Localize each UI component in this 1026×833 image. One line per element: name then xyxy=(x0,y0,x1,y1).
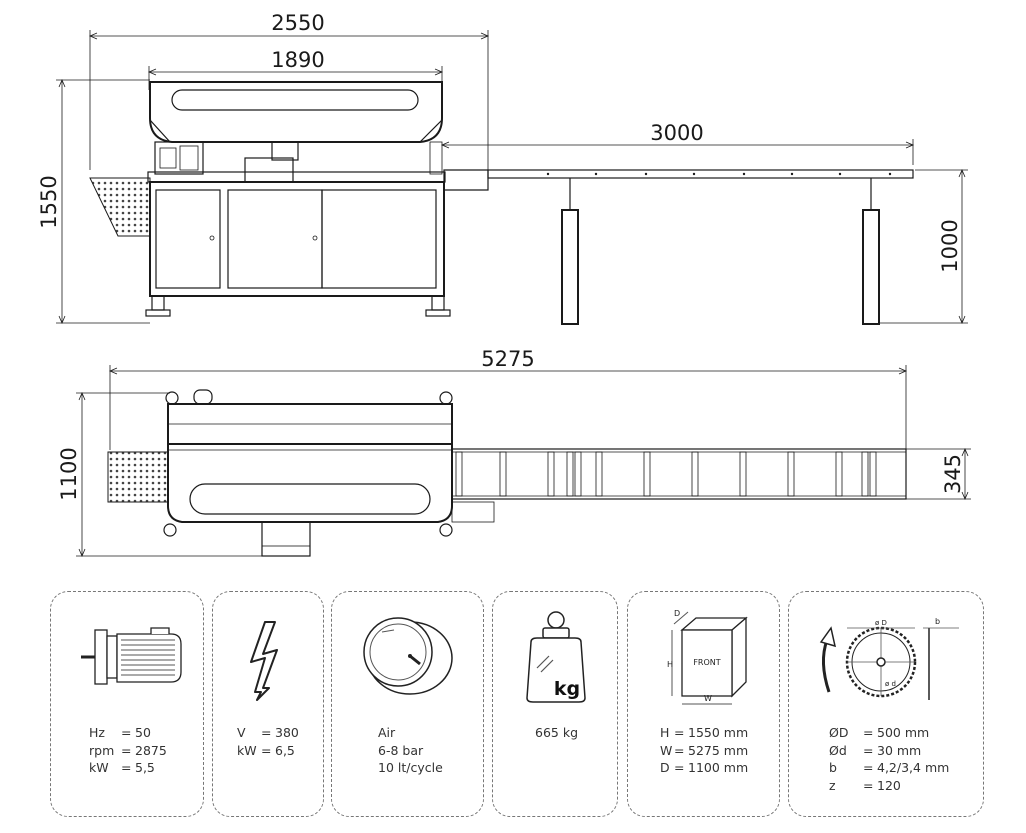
weight-icon: kg xyxy=(526,611,586,703)
air-spec-line: 6-8 bar xyxy=(378,742,424,758)
size-icon-h: H xyxy=(667,660,673,669)
dim-overall-width-label: 2550 xyxy=(271,11,324,35)
blade-spec-row: b=4,2/3,4 mm xyxy=(829,760,950,775)
size-icon-d: D xyxy=(674,609,680,618)
dim-conveyor-width: 345 xyxy=(906,447,971,501)
spec-panel-weight: kg 665 kg xyxy=(492,591,618,817)
side-feet xyxy=(145,295,451,317)
size-spec-row: H=1550 mm xyxy=(660,725,749,740)
spec-panel-blade: ø D ø d b ØD=500 mm Ød=30 mm b=4,2/3,4 m… xyxy=(788,591,984,817)
electric-spec-row: V=380 xyxy=(237,725,299,740)
dim-total-length-label: 5275 xyxy=(481,347,534,371)
side-cabinet xyxy=(149,181,445,297)
blade-spec-row: Ød=30 mm xyxy=(829,742,922,758)
dim-depth: 1100 xyxy=(57,391,262,558)
size-specs: H=1550 mm W=5275 mm D=1100 mm xyxy=(660,724,748,777)
blade-icon-b: b xyxy=(935,617,940,626)
motor-spec-row: Hz=50 xyxy=(89,725,151,740)
dim-height-label: 1550 xyxy=(37,175,61,228)
size-spec-row: W=5275 mm xyxy=(660,742,749,758)
motor-specs: Hz=50 rpm=2875 kW=5,5 xyxy=(89,724,167,777)
spec-panel-air: Air 6-8 bar 10 lt/cycle xyxy=(331,591,484,817)
air-spec-line: Air xyxy=(378,725,396,740)
pressure-gauge-icon xyxy=(363,617,453,695)
weight-specs: 665 kg xyxy=(535,724,578,742)
box-dimensions-icon: FRONT H W D xyxy=(667,609,748,705)
spec-panel-electric: V=380 kW=6,5 xyxy=(212,591,324,817)
blade-icon-bore: ø d xyxy=(885,680,896,688)
side-view: 2550 1890 1550 3000 xyxy=(37,11,968,325)
dim-conveyor-height-label: 1000 xyxy=(938,219,962,272)
motor-icon xyxy=(81,627,182,685)
blade-specs: ØD=500 mm Ød=30 mm b=4,2/3,4 mm z=120 xyxy=(829,724,949,794)
weight-value: 665 kg xyxy=(535,725,579,740)
size-icon-w: W xyxy=(704,694,712,703)
side-conveyor xyxy=(443,169,914,325)
dim-cabinet-width: 1890 xyxy=(147,48,444,90)
dim-conveyor-width-label: 345 xyxy=(941,454,965,494)
dim-cabinet-width-label: 1890 xyxy=(271,48,324,72)
saw-hood xyxy=(149,81,443,143)
top-mesh-guard xyxy=(107,451,169,503)
side-mesh-guard xyxy=(89,177,151,237)
top-conveyor xyxy=(451,448,907,500)
motor-spec-row: kW=5,5 xyxy=(89,760,155,775)
blade-spec-row: z=120 xyxy=(829,777,901,793)
technical-drawing: 2550 1890 1550 3000 xyxy=(37,11,971,558)
blade-icon-outer: ø D xyxy=(875,619,887,627)
motor-spec-row: rpm=2875 xyxy=(89,742,167,758)
dim-conveyor-length: 3000 xyxy=(440,121,915,165)
electric-spec-row: kW=6,5 xyxy=(237,742,295,758)
top-machine-body xyxy=(163,389,495,557)
blade-spec-row: ØD=500 mm xyxy=(829,725,930,740)
electric-specs: V=380 kW=6,5 xyxy=(237,724,299,759)
air-specs: Air 6-8 bar 10 lt/cycle xyxy=(378,724,443,777)
dim-total-length: 5275 xyxy=(108,347,908,450)
dim-height: 1550 xyxy=(37,78,150,325)
dim-depth-label: 1100 xyxy=(57,447,81,500)
dim-overall-width: 2550 xyxy=(88,11,490,170)
spec-panel-motor: Hz=50 rpm=2875 kW=5,5 xyxy=(50,591,204,817)
lightning-icon xyxy=(250,621,278,701)
dim-conveyor-height: 1000 xyxy=(880,168,968,325)
dim-conveyor-length-label: 3000 xyxy=(650,121,703,145)
air-spec-line: 10 lt/cycle xyxy=(378,760,443,775)
weight-icon-label: kg xyxy=(554,678,580,700)
saw-blade-icon: ø D ø d b xyxy=(819,617,959,700)
size-spec-row: D=1100 mm xyxy=(660,760,749,775)
top-view: 5275 1100 345 xyxy=(57,347,971,558)
size-icon-front: FRONT xyxy=(693,658,720,667)
spec-panel-size: FRONT H W D H=1550 mm W=5275 mm D=1100 m… xyxy=(627,591,780,817)
